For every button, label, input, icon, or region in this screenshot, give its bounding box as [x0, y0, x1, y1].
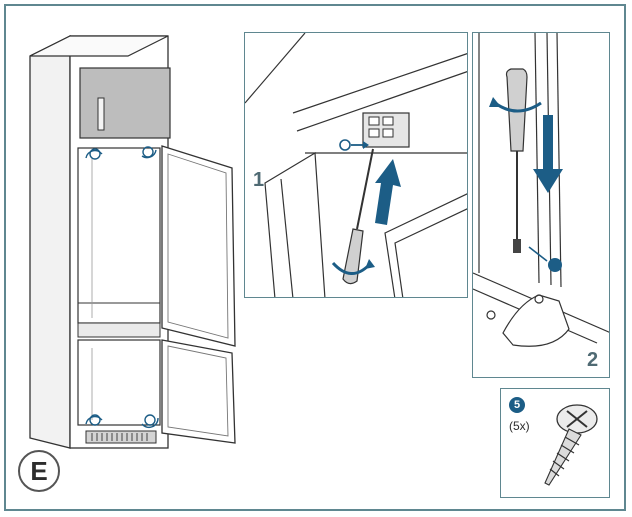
screw-icon	[544, 404, 598, 486]
hinge-screw-illustration	[245, 33, 467, 297]
screw-legend-panel: 5 (5x)	[500, 388, 610, 498]
screw-callout: 5	[509, 397, 525, 413]
door-bracket-illustration	[473, 33, 609, 347]
detail-panel-2: 2	[472, 32, 610, 378]
panel-number-1: 1	[253, 169, 265, 191]
screw-quantity: (5x)	[509, 419, 530, 433]
panel-number-2: 2	[587, 349, 599, 371]
refrigerator-illustration	[29, 34, 236, 449]
detail-panel-1: 1	[244, 32, 468, 298]
step-letter-badge: E	[18, 450, 60, 492]
